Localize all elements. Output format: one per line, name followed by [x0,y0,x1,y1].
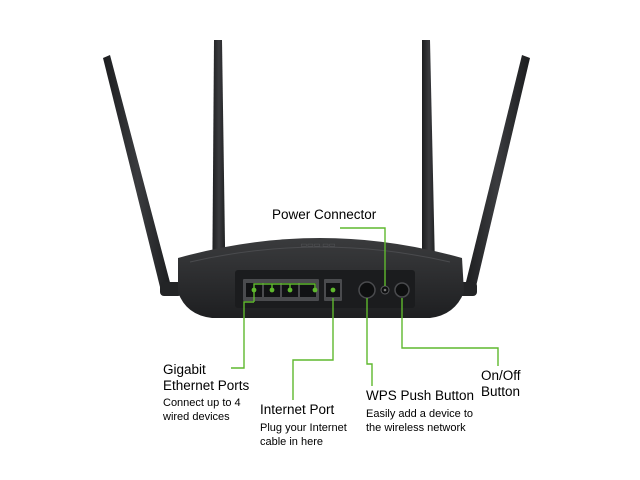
callout-dot-port2 [269,287,275,293]
onoff-button [394,282,410,298]
label-onoff-button: On/Off Button [481,368,521,400]
internet-port-title: Internet Port [260,402,335,417]
label-power-connector: Power Connector [272,207,376,223]
gigabit-ports-desc-1: Connect up to 4 [163,397,241,409]
wps-desc-2: the wireless network [366,422,466,434]
callout-line-ethernet [231,283,316,369]
label-internet-port: Internet Port Plug your Internet cable i… [260,402,347,449]
router-body: ▭▭▭ ▭▭ [178,238,464,318]
internet-port-desc-2: cable in here [260,436,323,448]
internet-port-desc-1: Plug your Internet [260,422,347,434]
callout-line-onoff [401,298,499,366]
callout-dot-port3 [287,287,293,293]
antenna-inner-right [422,40,436,312]
callout-line-wps [366,298,373,386]
callout-dot-internet [330,287,336,293]
antenna-inner-left [212,40,226,312]
onoff-title-2: Button [481,384,521,399]
callout-line-power [340,227,386,286]
logo-mark: ▭▭▭ ▭▭ [300,242,335,249]
callout-dot-port4 [312,287,318,293]
power-connector [380,285,390,295]
wps-button [358,281,376,299]
antenna-outer-right [455,55,530,296]
wps-desc-1: Easily add a device to [366,408,474,420]
label-wps-button: WPS Push Button Easily add a device to t… [366,388,474,435]
callout-line-internet [292,298,334,400]
callout-dot-port1 [251,287,257,293]
onoff-title-1: On/Off [481,368,521,383]
antenna-outer-left [103,55,182,296]
wps-title: WPS Push Button [366,388,475,403]
gigabit-ports-title-2: Ethernet Ports [163,378,250,393]
gigabit-ports-title-1: Gigabit [163,362,206,377]
gigabit-ports-desc-2: wired devices [163,411,230,423]
label-gigabit-ports: Gigabit Ethernet Ports Connect up to 4 w… [163,362,249,424]
power-connector-title: Power Connector [272,207,377,222]
